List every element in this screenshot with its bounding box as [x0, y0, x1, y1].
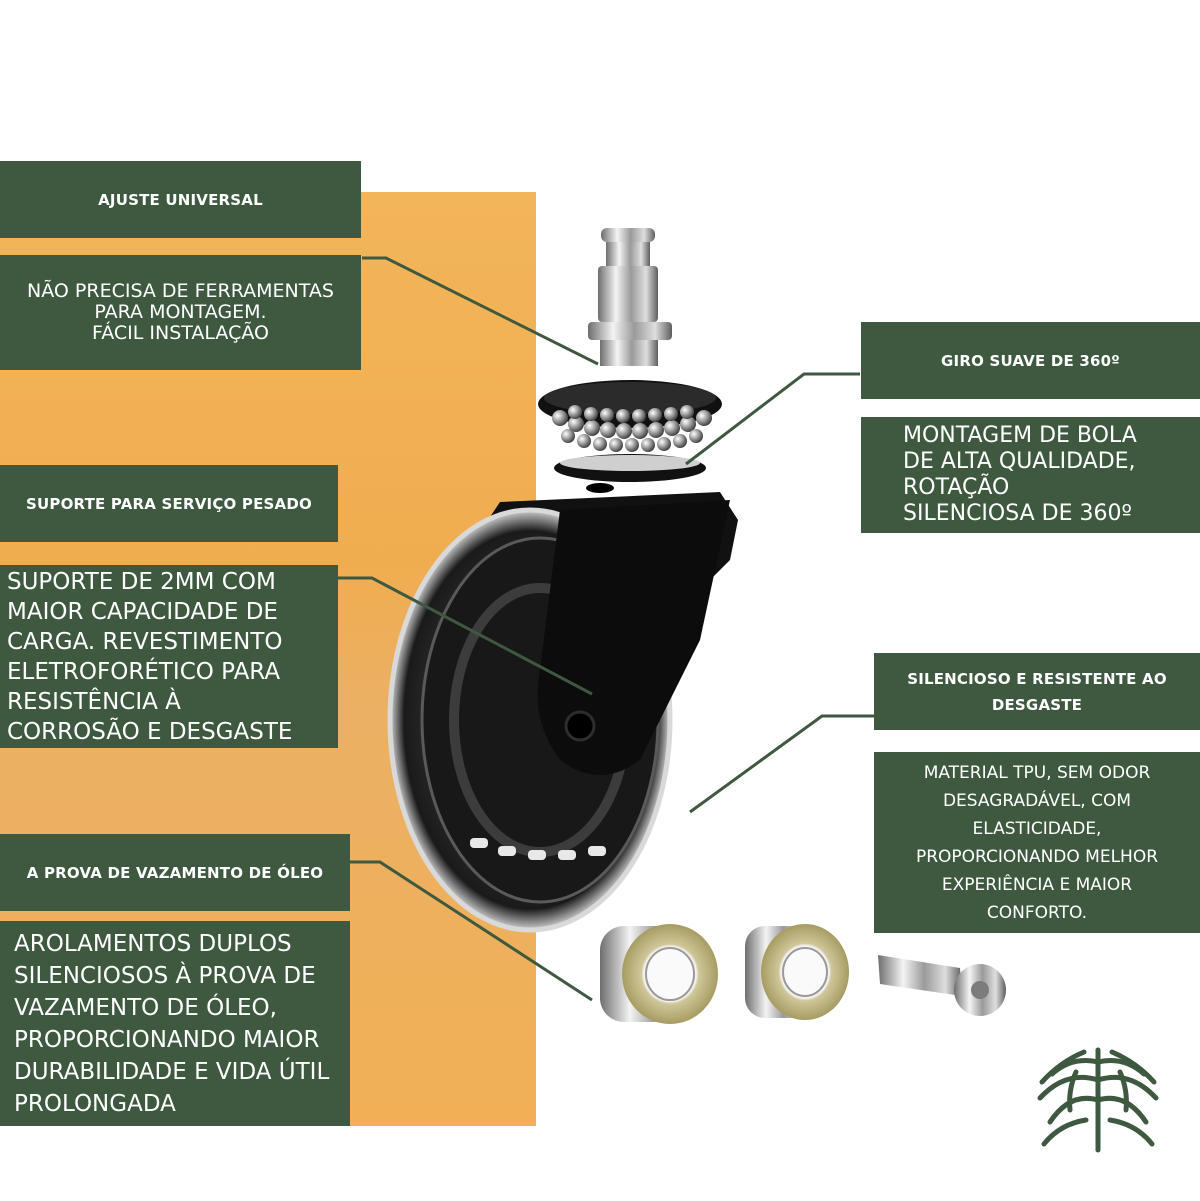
stem-pin — [588, 228, 672, 366]
swivel-title-text: GIRO SUAVE DE 360º — [941, 351, 1120, 370]
heavy-duty-title-text: SUPORTE PARA SERVIÇO PESADO — [26, 494, 312, 513]
oil-proof-description: AROLAMENTOS DUPLOS SILENCIOSOS À PROVA D… — [0, 921, 350, 1126]
twin-bearings — [600, 924, 849, 1024]
swivel-description-text: MONTAGEM DE BOLA DE ALTA QUALIDADE, ROTA… — [903, 423, 1137, 526]
leader-line-oil-proof — [350, 860, 593, 1002]
universal-fit-title: AJUSTE UNIVERSAL — [0, 161, 361, 238]
heavy-duty-title: SUPORTE PARA SERVIÇO PESADO — [0, 465, 338, 542]
silent-title-text: SILENCIOSO E RESISTENTE AO DESGASTE — [907, 669, 1167, 714]
leader-line-silent — [689, 714, 874, 814]
swivel-title: GIRO SUAVE DE 360º — [861, 322, 1200, 399]
leader-line-heavy-duty — [338, 576, 593, 696]
leader-lines — [338, 256, 874, 1002]
oil-proof-description-text: AROLAMENTOS DUPLOS SILENCIOSOS À PROVA D… — [14, 930, 330, 1117]
swivel-description: MONTAGEM DE BOLA DE ALTA QUALIDADE, ROTA… — [861, 417, 1200, 533]
caster-wheel — [387, 483, 738, 933]
oil-proof-title: A PROVA DE VAZAMENTO DE ÓLEO — [0, 834, 350, 911]
heavy-duty-description-text: SUPORTE DE 2MM COM MAIOR CAPACIDADE DE C… — [7, 568, 293, 745]
silent-description-text: MATERIAL TPU, SEM ODOR DESAGRADÁVEL, COM… — [915, 762, 1159, 923]
silent-description: MATERIAL TPU, SEM ODOR DESAGRADÁVEL, COM… — [874, 752, 1200, 933]
leader-line-swivel — [685, 372, 860, 466]
universal-fit-title-text: AJUSTE UNIVERSAL — [98, 190, 263, 209]
universal-fit-description: NÃO PRECISA DE FERRAMENTAS PARA MONTAGEM… — [0, 255, 361, 370]
silent-title: SILENCIOSO E RESISTENTE AO DESGASTE — [874, 653, 1200, 730]
ball-bearing-ring — [538, 380, 722, 482]
universal-fit-description-text: NÃO PRECISA DE FERRAMENTAS PARA MONTAGEM… — [27, 280, 334, 344]
leader-line-universal — [362, 256, 599, 366]
oil-proof-title-text: A PROVA DE VAZAMENTO DE ÓLEO — [26, 863, 324, 882]
axle-bolt — [878, 955, 1006, 1016]
heavy-duty-description: SUPORTE DE 2MM COM MAIOR CAPACIDADE DE C… — [0, 565, 338, 748]
tree-logo-icon — [1037, 1047, 1159, 1153]
